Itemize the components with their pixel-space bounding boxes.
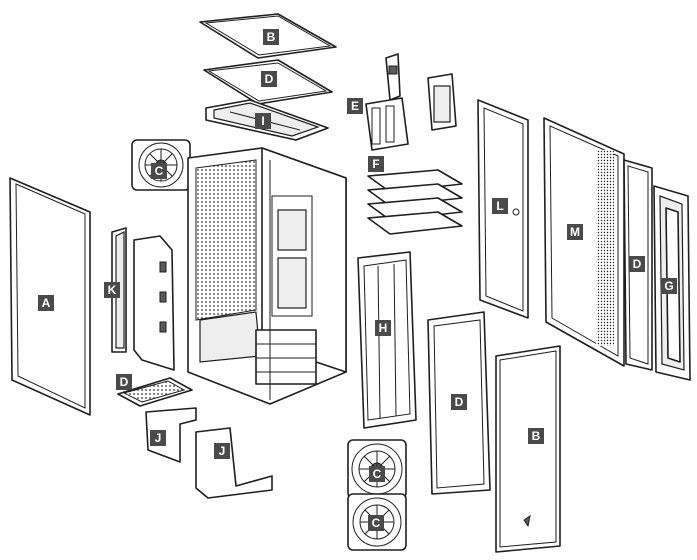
right-mesh-panel-m [543, 117, 625, 367]
label-a: A [38, 295, 54, 311]
label-d-top: D [261, 71, 277, 87]
label-j-left: J [150, 430, 166, 446]
label-c-fan-2: C [368, 515, 384, 531]
io-panel [133, 235, 175, 371]
foot-bracket-j-right [195, 427, 273, 499]
label-m: M [567, 224, 583, 240]
label-c-top: C [151, 163, 167, 179]
label-k: K [104, 282, 120, 298]
label-l: L [492, 198, 508, 214]
label-d-front-filter: D [451, 394, 467, 410]
label-d-side-filter: D [629, 256, 645, 272]
label-e: E [347, 98, 363, 114]
main-chassis [187, 147, 347, 405]
label-b-top: B [263, 29, 279, 45]
bottom-dust-filter-d [117, 377, 193, 407]
label-i: I [255, 113, 271, 129]
label-d-bottom-filter: D [116, 374, 132, 390]
foot-bracket-j-left [145, 407, 197, 463]
drive-brackets-e [365, 53, 457, 151]
front-glass-panel-b [495, 345, 561, 553]
label-c-fan-1: C [369, 466, 385, 482]
label-j-right: J [214, 443, 230, 459]
label-g: G [661, 278, 677, 294]
label-h: H [375, 320, 391, 336]
front-bracket-h [357, 251, 417, 429]
label-f: F [368, 156, 384, 172]
label-b-bottom: B [528, 428, 544, 444]
drive-cages-f [367, 169, 463, 235]
